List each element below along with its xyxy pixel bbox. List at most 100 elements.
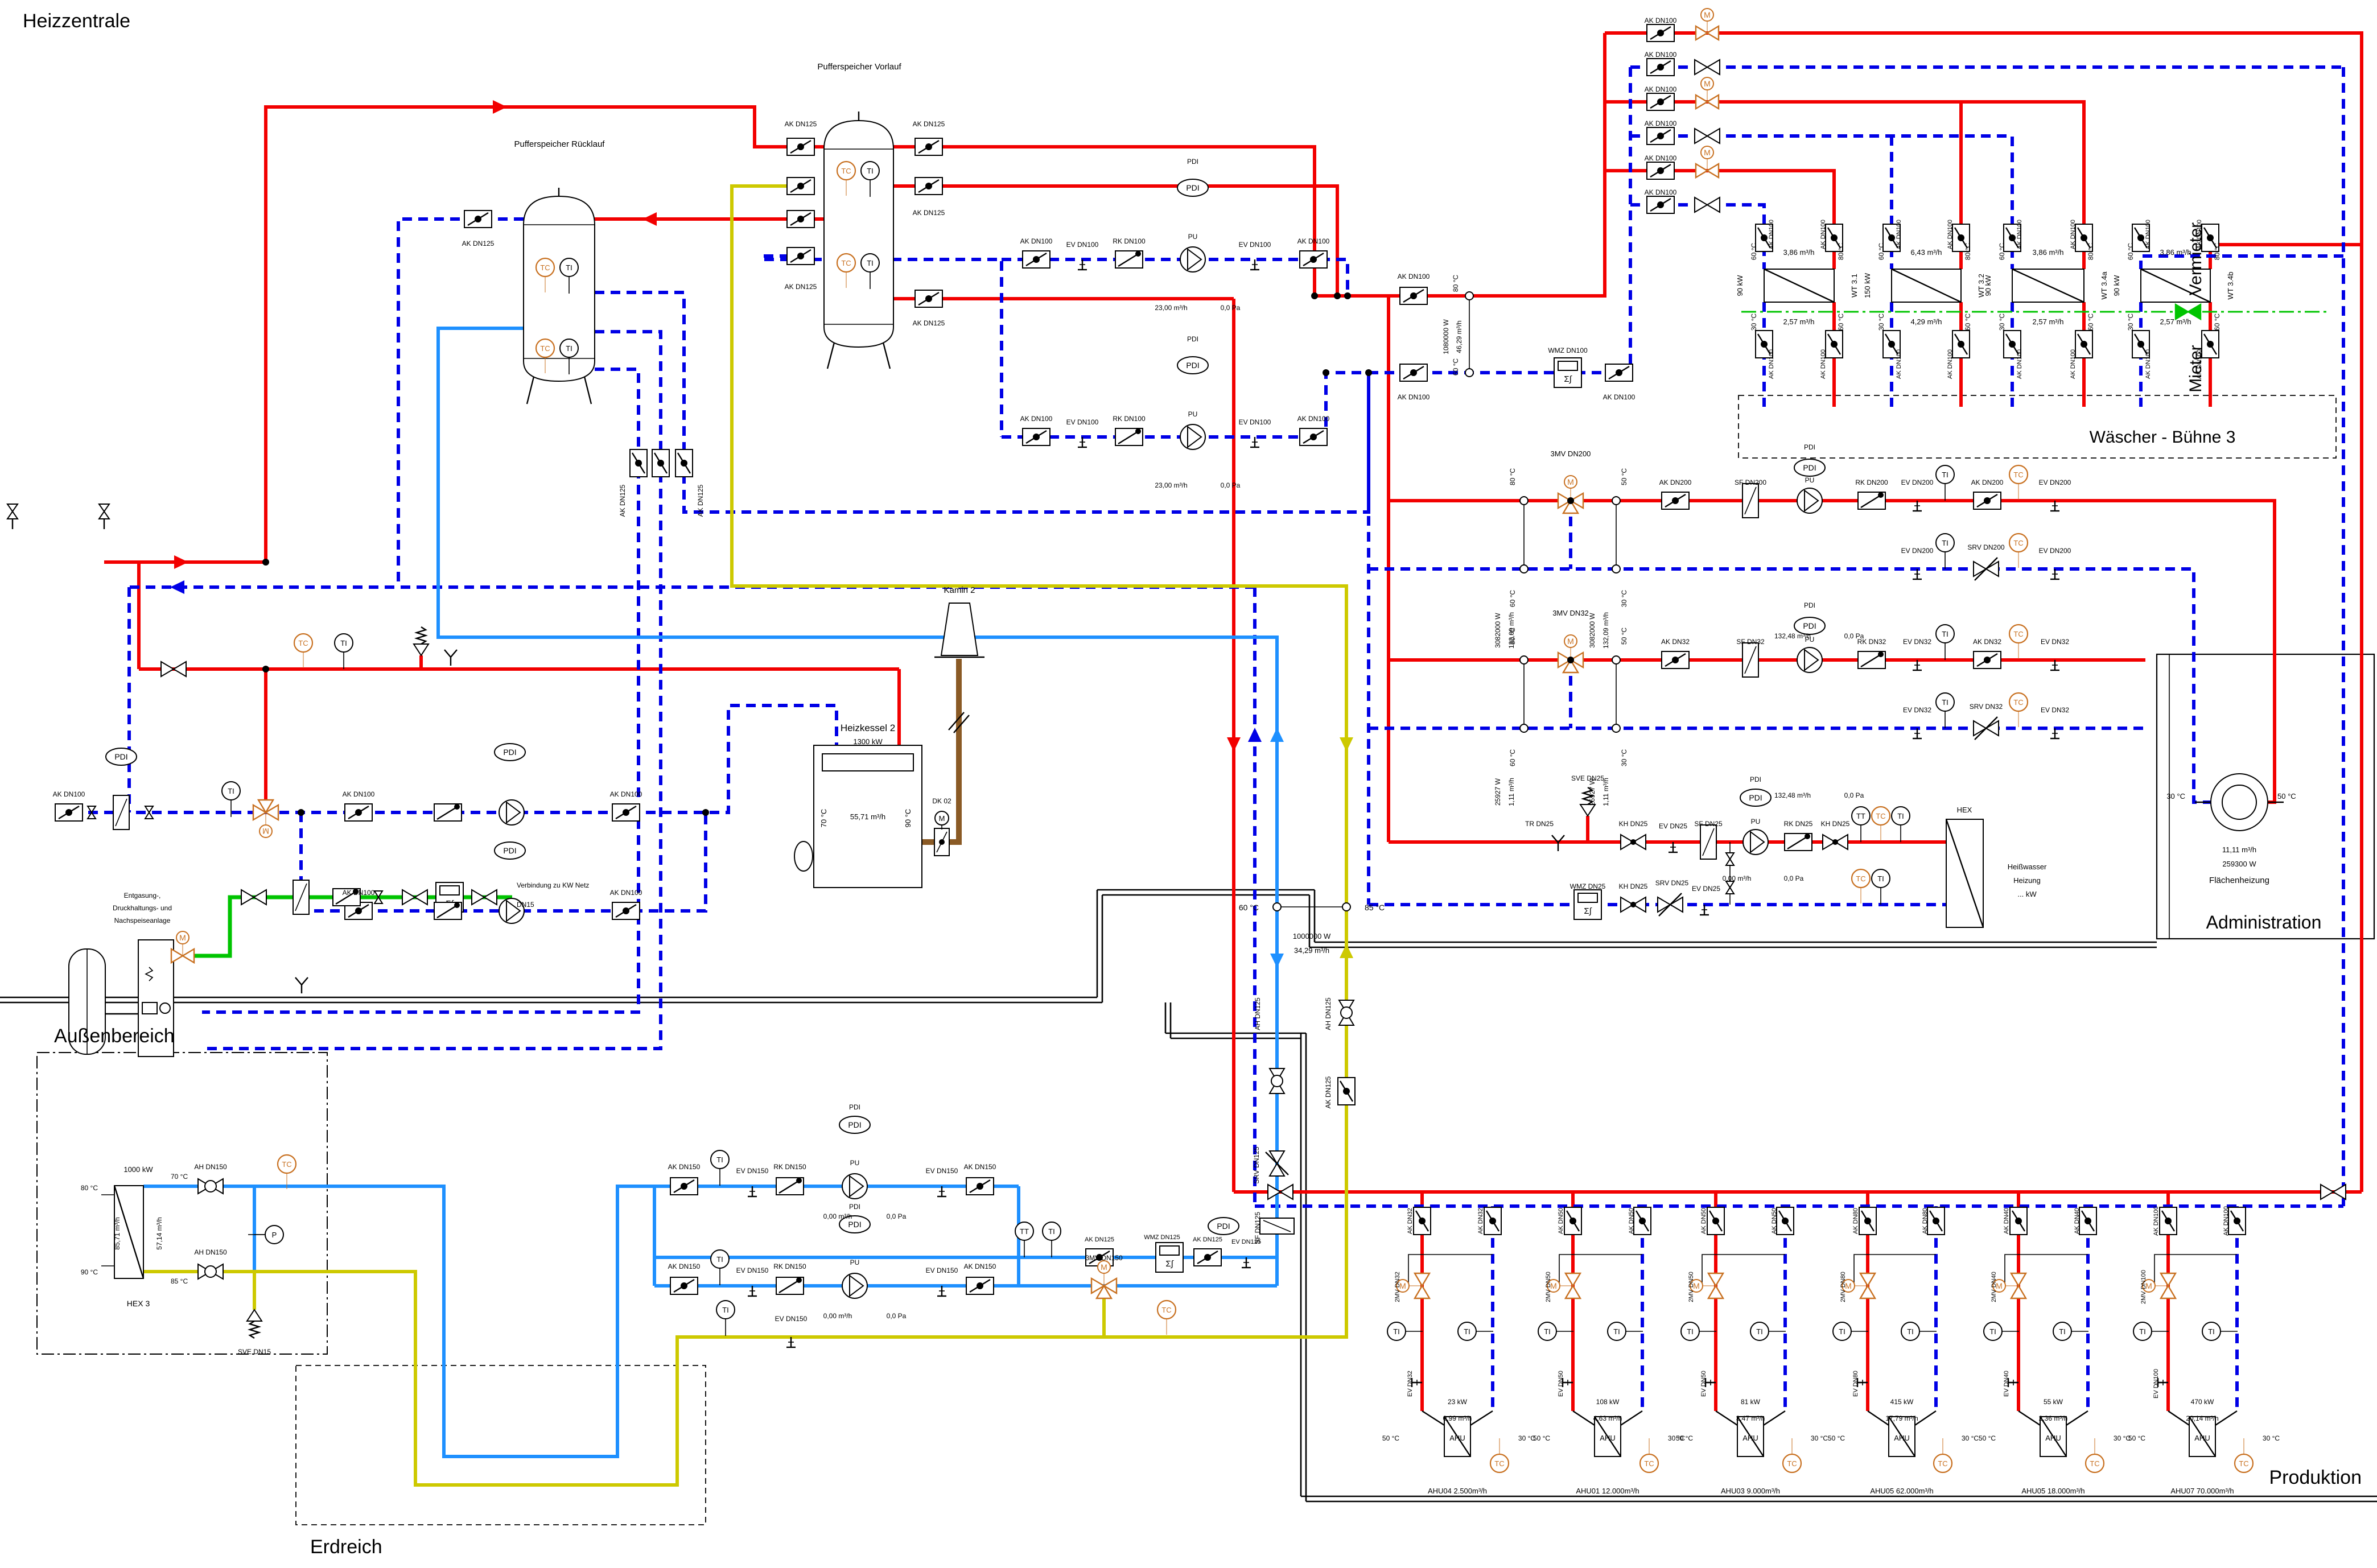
instrument-tag: TC (1876, 812, 1885, 820)
label: AK DN100 (1896, 220, 1902, 249)
label: EV DN200 (2039, 478, 2071, 486)
label: AK DN50 (1771, 1208, 1778, 1234)
chimney-kamin-2 (934, 603, 984, 658)
instrument-tag: TC (1161, 1306, 1171, 1314)
instrument-tag: TC (841, 167, 851, 175)
label: 2MV DN40 (1991, 1272, 1997, 1302)
shutoff-valve-icon (1563, 1206, 1583, 1236)
instrument-tag: TC (298, 639, 308, 647)
label: PU (1188, 410, 1198, 418)
flow-arrow-icon (174, 555, 188, 569)
shutoff-cock-icon (1269, 1068, 1285, 1094)
floor-heating-coil-icon (2194, 773, 2285, 832)
drain-funnel-icon (294, 976, 309, 995)
label: EV DN100 (1066, 241, 1099, 249)
pump-icon (1742, 829, 1769, 855)
label: RK DN150 (773, 1262, 806, 1270)
instrument-tag: TI (1989, 1327, 1996, 1336)
label: DK 02 (932, 797, 951, 805)
shutoff-valve-icon (1193, 1248, 1222, 1267)
manual-valve-icon (1694, 59, 1720, 75)
measuring-point-icon (1612, 655, 1621, 665)
label: AK DN100 (2153, 1206, 2160, 1236)
pump-icon (1797, 647, 1823, 673)
label: Heizkessel 2 (841, 723, 895, 733)
label: AK DN100 (1947, 220, 1954, 249)
label: AK DN100 (1398, 273, 1430, 280)
label: 60 °C (1509, 590, 1517, 607)
label: AK DN100 (1645, 85, 1677, 93)
label: 3082000 W (1588, 613, 1596, 648)
twoway-motor-valve-icon (1689, 1272, 1724, 1299)
label: 50 °C (1382, 1434, 1399, 1442)
instrument-tag: TI (1544, 1327, 1551, 1336)
label: AHU03 9.000m³/h (1721, 1487, 1780, 1495)
label: AK DN100 (1896, 349, 1902, 379)
junction-dot (262, 666, 269, 672)
label: 3,86 m³/h (1783, 248, 1815, 257)
pipe-r (264, 105, 824, 562)
label: AK DN100 (2196, 349, 2203, 379)
pipe-k2 (1715, 1410, 1738, 1426)
label: 60 °C (2087, 313, 2095, 331)
label: 30 °C (1750, 313, 1758, 331)
pipe-b (1369, 567, 2211, 804)
instrument-tag: TC (841, 259, 851, 267)
label: RK DN150 (773, 1163, 806, 1171)
instrument-tag: TI (1613, 1327, 1620, 1336)
instrument-tag: TC (2013, 471, 2023, 479)
label: 60 °C (2213, 313, 2221, 331)
label: SF DN200 (1735, 478, 1766, 486)
shutoff-valve-icon (965, 1276, 995, 1295)
ahu-coil-icon (2039, 1416, 2067, 1457)
label: 90 kW (1984, 275, 1992, 296)
label: 0,0 Pa (1221, 304, 1241, 312)
label: 46,29 m³/h (1455, 320, 1463, 353)
safety-valve-icon (246, 1309, 263, 1339)
shutoff-valve-icon (914, 289, 944, 308)
label: PU (1751, 818, 1761, 826)
label: RK DN32 (1857, 638, 1886, 646)
label: Administration (2206, 912, 2322, 932)
instrument-tag: TI (340, 639, 347, 647)
label: 34,29 m³/h (1294, 946, 1329, 955)
waescher-region-box (1738, 395, 2337, 459)
shutoff-valve-icon (1951, 329, 1971, 359)
label: 30 °C (2166, 792, 2185, 800)
label: 80 °C (1964, 243, 1972, 260)
label: SVE DN25 (1571, 774, 1604, 782)
label: EV DN32 (1407, 1371, 1414, 1397)
instrument-tag: TC (2090, 1459, 2099, 1468)
label: 50 °C (1620, 628, 1628, 645)
label: 0,00 m³/h (823, 1312, 852, 1320)
shutoff-valve-icon (1399, 286, 1428, 306)
label: 11,11 m³/h (2222, 845, 2256, 854)
instrument-tag: TC (540, 263, 550, 272)
instrument-tag: TI (1942, 539, 1948, 547)
instrument-tag: TI (1464, 1327, 1470, 1336)
buffer-tank-vorlauf (823, 112, 894, 369)
threeway-motor-valve-icon (252, 799, 279, 839)
label: Entgasung-, (124, 892, 161, 899)
junction-dot (1344, 292, 1351, 299)
shutoff-valve-icon (463, 209, 493, 229)
label: Erdreich (310, 1536, 382, 1558)
label: AK DN100 (2070, 349, 2077, 379)
label: 108 kW (1596, 1398, 1620, 1406)
label: AK DN100 (1645, 188, 1677, 196)
pressurisation-unit (68, 939, 192, 1057)
shutoff-valve-icon (344, 803, 373, 822)
label: WT 3.1 (1850, 274, 1859, 298)
label: 2,36 m³/h (2039, 1414, 2068, 1422)
instrument-tag: PDI (503, 748, 516, 757)
measuring-point-icon (1342, 902, 1351, 911)
shutoff-valve-icon (1337, 1076, 1356, 1106)
erdreich-box (295, 1365, 706, 1525)
needle-valve-icon (1725, 881, 1735, 894)
label: AK DN100 (1297, 237, 1330, 245)
label: AK DN100 (2016, 349, 2023, 379)
junction-dot (298, 809, 304, 816)
instrument-tag: TI (1687, 1327, 1694, 1336)
label: AK DN125 (913, 120, 945, 128)
label: Nachspeiseanlage (114, 917, 171, 925)
